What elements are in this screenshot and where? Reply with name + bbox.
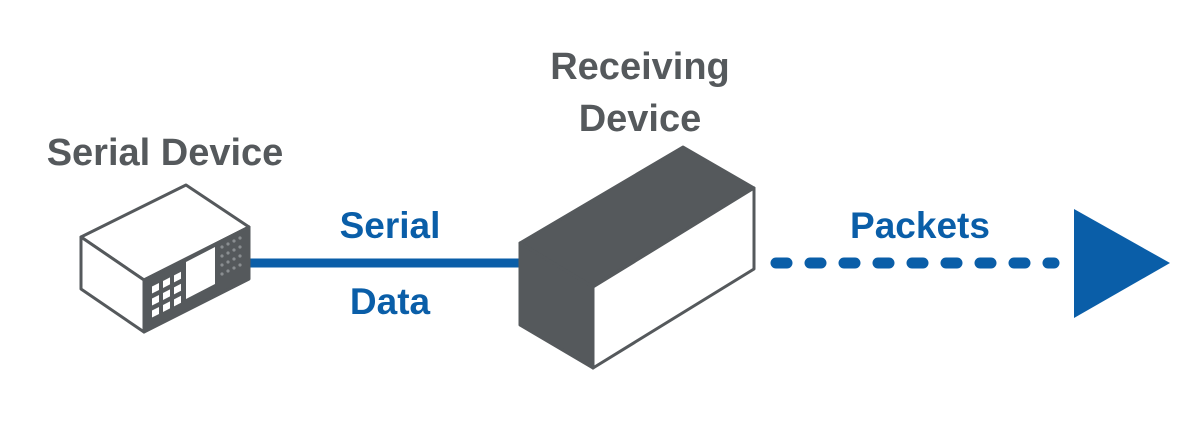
serial-link-label-top: Serial [339, 205, 441, 246]
receiving-device-icon [518, 145, 756, 370]
serial-device-label: Serial Device [46, 132, 284, 174]
packets-label: Packets [850, 205, 990, 246]
receiving-device-label-line2: Device [578, 98, 702, 140]
receiving-device-label-line1: Receiving [550, 46, 730, 88]
serial-device-icon [79, 183, 251, 334]
serial-link-label-bottom: Data [349, 281, 431, 322]
arrow-right-icon [1074, 209, 1170, 318]
